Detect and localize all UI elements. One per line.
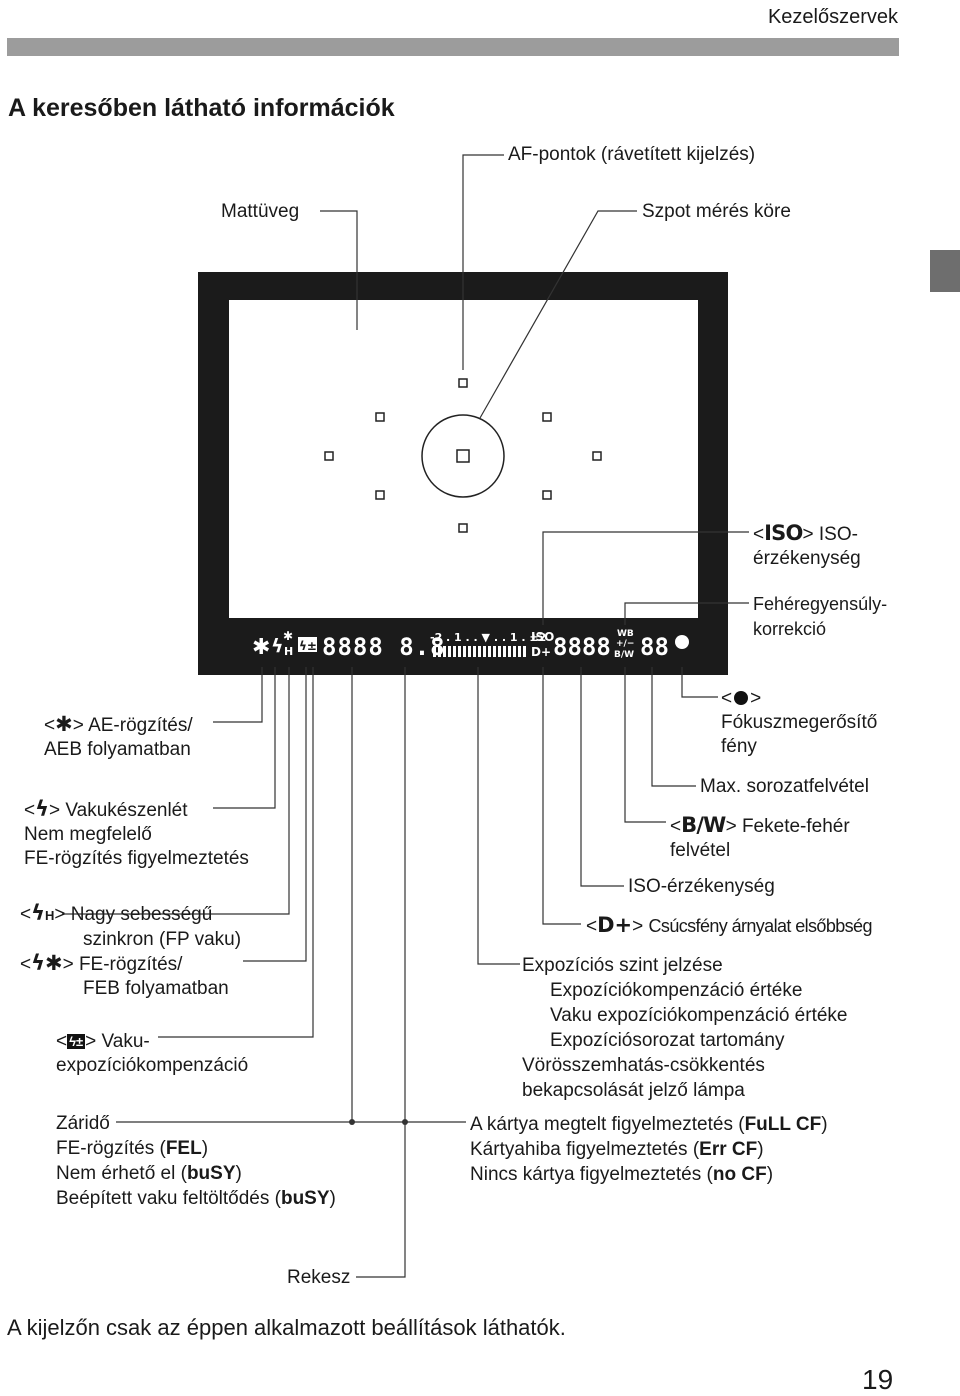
label-highlight-tone: <D+> Csúcsfény árnyalat elsőbbség	[586, 913, 872, 937]
af-point-top	[458, 378, 468, 388]
label-monochrome: <B/W> Fekete-fehér felvétel	[670, 813, 850, 861]
flash-comp-icon	[298, 637, 317, 652]
side-tab	[930, 250, 960, 292]
junction-dot-shutter	[349, 1119, 355, 1125]
header-bar	[7, 38, 899, 56]
label-iso-short: ISO-érzékenység	[628, 876, 775, 897]
exposure-level-bar	[488, 646, 491, 657]
label-af-points: AF-pontok (rávetített kijelzés)	[508, 144, 756, 165]
af-assist-icon	[734, 691, 749, 705]
shutter-aperture-segments: 8888 8.8	[322, 633, 446, 661]
label-flash-ready: <ϟ> Vakukészenlét Nem megfelelő FE-rögzí…	[24, 797, 249, 869]
section-header: Kezelőszervek	[767, 6, 898, 28]
label-high-speed-sync: <ϟH> Nagy sebességű szinkron (FP vaku)	[20, 901, 242, 950]
flash-comp-icon-glyph: ϟ±	[299, 639, 317, 653]
exposure-level-bar	[493, 646, 496, 657]
af-point-bottom	[458, 523, 468, 533]
exposure-level-bar	[523, 646, 526, 657]
footer-note: A kijelzőn csak az éppen alkalmazott beá…	[7, 1315, 566, 1340]
flash-icon: ϟ	[271, 635, 284, 657]
exposure-level-bar	[453, 646, 456, 657]
exposure-level-bar	[433, 646, 436, 657]
label-focusing-screen: Mattüveg	[221, 201, 300, 222]
exposure-level-bars	[433, 646, 526, 657]
af-point-lower-right	[542, 490, 552, 500]
label-flash-comp: <ϟ±> Vaku- expozíciókompenzáció	[56, 1031, 249, 1076]
dplus-icon: D+	[597, 913, 633, 937]
af-points	[324, 378, 602, 533]
af-point-lower-left	[375, 490, 385, 500]
label-spot-circle: Szpot mérés köre	[642, 201, 791, 222]
exposure-scale-labels: -2 . 1 . . ▼ . . 1 . ±2	[430, 631, 546, 644]
af-point-center	[456, 449, 470, 463]
label-card-warnings: A kártya megtelt figyelmeztetés (FuLL CF…	[470, 1114, 828, 1185]
highlight-tone-tag: D+	[531, 645, 551, 659]
exposure-level-bar	[473, 646, 476, 657]
ae-lock-label-icon: ✱	[55, 712, 73, 736]
exposure-level-bar	[478, 646, 481, 657]
exposure-level-bar	[513, 646, 516, 657]
iso-tag: ISO	[531, 630, 554, 644]
label-wb-correction: Fehéregyensúly- korrekció	[753, 594, 888, 639]
label-af-assist: <> Fókuszmegerősítő fény	[721, 688, 878, 757]
exposure-level-bar	[458, 646, 461, 657]
fe-lock-icon: ϟ✱	[31, 951, 63, 975]
max-burst-segments: 88	[640, 633, 669, 661]
flash-comp-label-icon: ϟ±	[67, 1034, 86, 1049]
exposure-level-bar	[508, 646, 511, 657]
exposure-level-bar	[463, 646, 466, 657]
label-max-burst: Max. sorozatfelvétel	[700, 776, 869, 797]
wb-plusminus-tag: +/−	[616, 639, 634, 649]
exposure-level-bar	[503, 646, 506, 657]
label-aperture: Rekesz	[287, 1267, 351, 1288]
high-speed-h-label: H	[284, 645, 293, 658]
af-point-right	[592, 451, 602, 461]
fe-lock-small-icon: ✱	[283, 629, 293, 643]
af-point-upper-right	[542, 412, 552, 422]
label-ae-lock: <✱> AE-rögzítés/ AEB folyamatban	[44, 712, 193, 760]
exposure-level-bar	[498, 646, 501, 657]
label-fe-lock: <ϟ✱> FE-rögzítés/ FEB folyamatban	[20, 951, 229, 999]
exposure-level-bar	[438, 646, 441, 657]
wb-tag: WB	[617, 629, 634, 639]
page-number: 19	[862, 1364, 894, 1395]
spot-metering-circle	[421, 414, 505, 498]
label-shutter-speed: Záridő FE-rögzítés (FEL) Nem érhető el (…	[56, 1113, 336, 1209]
exposure-level-bar	[518, 646, 521, 657]
bw-icon: B/W	[681, 813, 726, 837]
af-point-upper-left	[375, 412, 385, 422]
exposure-level-bar	[483, 646, 486, 657]
iso-icon: ISO	[764, 521, 803, 545]
info-strip: ✱ ϟ ✱ H ϟ± 8888 8.8 -2 . 1 . . ▼ . . 1 .…	[252, 629, 689, 661]
page-title: A keresőben látható információk	[8, 94, 395, 122]
exposure-level-bar	[468, 646, 471, 657]
label-exposure-level: Expozíciós szint jelzése Expozíciókompen…	[522, 955, 848, 1101]
bw-tag: B/W	[614, 650, 634, 660]
af-assist-dot	[675, 635, 689, 649]
af-point-left	[324, 451, 334, 461]
label-iso-sensitivity: <ISO> ISO- érzékenység	[753, 521, 861, 569]
exposure-level-bar	[448, 646, 451, 657]
flash-ready-icon: ϟ	[35, 797, 49, 821]
ae-lock-icon: ✱	[252, 635, 270, 660]
exposure-level-bar	[443, 646, 446, 657]
iso-segments: 8888	[553, 633, 611, 661]
junction-dot-aperture	[402, 1119, 408, 1125]
high-speed-flash-icon: ϟ	[31, 901, 45, 925]
